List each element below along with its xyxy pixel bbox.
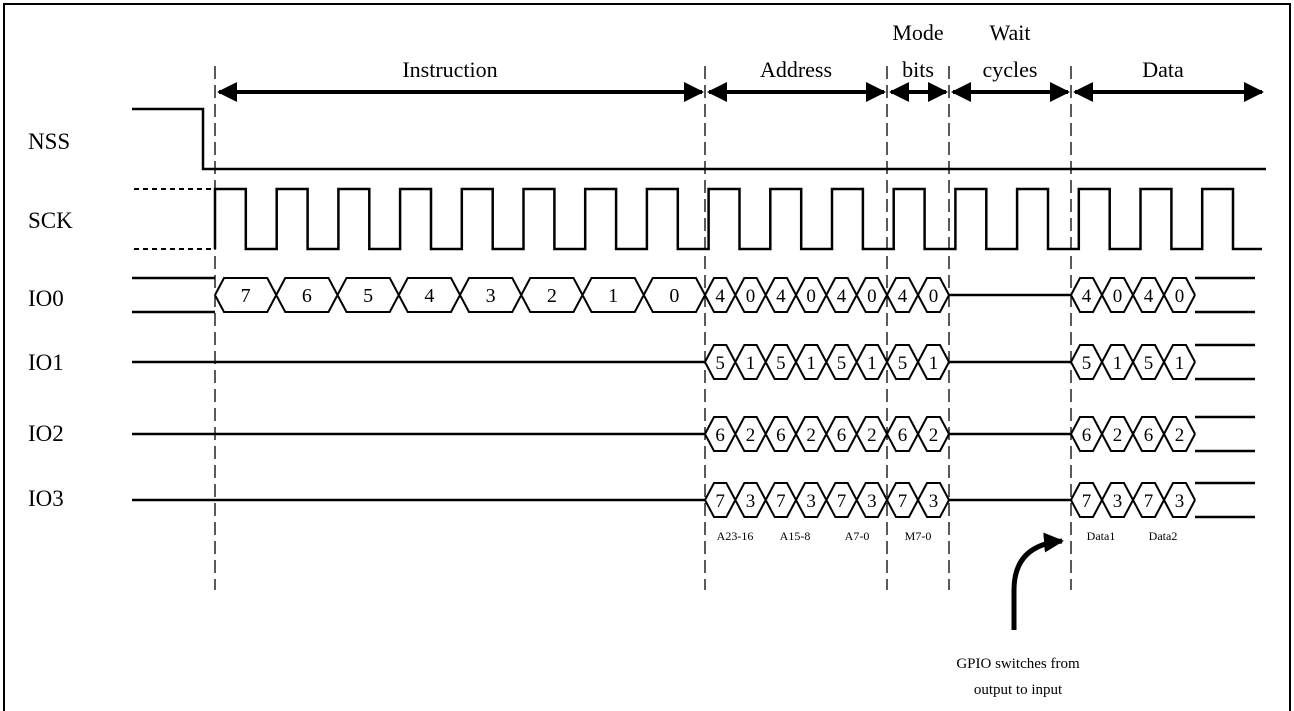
byte-label-data2: Data2 [1149, 529, 1178, 543]
io0-data-bit: 4 [1144, 286, 1154, 307]
io3-data-bit: 3 [1175, 491, 1185, 512]
io1-address-bit: 5 [776, 353, 786, 374]
io3-address-bit: 7 [837, 491, 847, 512]
io1-address-bit: 1 [746, 353, 756, 374]
io0-address-bit: 0 [746, 286, 756, 307]
sck-waveform [134, 187, 1262, 251]
io3-data-bit: 7 [1144, 491, 1154, 512]
io2-address-bit: 2 [867, 425, 877, 446]
io3-data-bit: 3 [1113, 491, 1123, 512]
io0-address-bit: 4 [715, 286, 725, 307]
io0-instruction-bit: 1 [608, 285, 618, 307]
io0-data-bit: 0 [1175, 286, 1185, 307]
sck-label: SCK [28, 208, 73, 233]
mode-phase-label-line2: bits [902, 57, 934, 82]
io2-address-bit: 2 [806, 425, 816, 446]
wait-phase-label-line1: Wait [990, 20, 1031, 45]
io1-mode-bit: 5 [898, 353, 908, 374]
io1-address-bit: 5 [715, 353, 725, 374]
byte-label-a15-8: A15-8 [780, 529, 811, 543]
io3-address-bit: 7 [776, 491, 786, 512]
io3-mode-bus [886, 482, 950, 518]
io2-address-bus [704, 416, 888, 452]
io1-mode-bit: 1 [929, 353, 939, 374]
mode-phase-label-line1: Mode [892, 20, 943, 45]
io1-data-bus [1070, 344, 1196, 380]
nss-label: NSS [28, 129, 70, 154]
io0-instruction-bit: 2 [547, 285, 557, 307]
io1-address-bit: 5 [837, 353, 847, 374]
io0-address-bus [704, 277, 888, 313]
diagram-frame [3, 3, 1291, 711]
io3-label: IO3 [28, 486, 64, 511]
io2-data-bit: 2 [1113, 425, 1123, 446]
io2-address-bit: 6 [776, 425, 786, 446]
wait-phase-label-line2: cycles [983, 57, 1038, 82]
io1-address-bus [704, 344, 888, 380]
io1-address-bit: 1 [806, 353, 816, 374]
byte-label-a7-0: A7-0 [845, 529, 870, 543]
io3-mode-bit: 3 [929, 491, 939, 512]
io0-label: IO0 [28, 286, 64, 311]
io1-address-bit: 1 [867, 353, 877, 374]
io2-data-bus [1070, 416, 1196, 452]
io1-data-bit: 1 [1175, 353, 1185, 374]
io2-address-bit: 6 [837, 425, 847, 446]
io2-mode-bit: 6 [898, 425, 908, 446]
io0-address-bit: 4 [776, 286, 786, 307]
io0-instruction-bit: 4 [424, 285, 434, 307]
data-phase-label: Data [1142, 57, 1184, 82]
io2-data-bit: 2 [1175, 425, 1185, 446]
io1-data-bit: 5 [1144, 353, 1154, 374]
io0-data-bit: 0 [1113, 286, 1123, 307]
byte-label-a23-16: A23-16 [717, 529, 754, 543]
io2-label: IO2 [28, 421, 64, 446]
gpio-note-line1: GPIO switches from [956, 656, 1080, 672]
io0-mode-bus [886, 277, 950, 313]
io0-instruction-bit: 3 [486, 285, 496, 307]
io0-mode-bit: 4 [898, 286, 908, 307]
io3-address-bus [704, 482, 888, 518]
io0-address-bit: 0 [806, 286, 816, 307]
io2-data-bit: 6 [1082, 425, 1092, 446]
io3-data-bus [1070, 482, 1196, 518]
byte-label-m7-0: M7-0 [905, 529, 932, 543]
instruction-phase-label: Instruction [402, 57, 497, 82]
io3-address-bit: 3 [746, 491, 756, 512]
io1-mode-bus [886, 344, 950, 380]
io0-instruction-bit: 7 [241, 285, 251, 307]
io3-address-bit: 3 [867, 491, 877, 512]
io0-mode-bit: 0 [929, 286, 939, 307]
io1-data-bit: 1 [1113, 353, 1123, 374]
io2-mode-bus [886, 416, 950, 452]
io0-instruction-bus [214, 277, 706, 313]
io0-instruction-bit: 0 [669, 285, 679, 307]
io0-data-bit: 4 [1082, 286, 1092, 307]
io2-address-bit: 2 [746, 425, 756, 446]
io2-address-bit: 6 [715, 425, 725, 446]
io0-address-bit: 4 [837, 286, 847, 307]
nss-waveform [132, 107, 1266, 171]
io3-data-bit: 7 [1082, 491, 1092, 512]
io3-address-bit: 3 [806, 491, 816, 512]
io0-instruction-bit: 5 [363, 285, 373, 307]
io2-mode-bit: 2 [929, 425, 939, 446]
io2-data-bit: 6 [1144, 425, 1154, 446]
phase-boundaries [214, 66, 1072, 590]
io3-address-bit: 7 [715, 491, 725, 512]
io3-mode-bit: 7 [898, 491, 908, 512]
gpio-switch-arrow [1011, 532, 1064, 630]
io1-data-bit: 5 [1082, 353, 1092, 374]
io0-instruction-bit: 6 [302, 285, 312, 307]
io1-label: IO1 [28, 350, 64, 375]
io0-data-bus [1070, 277, 1196, 313]
address-phase-label: Address [760, 57, 832, 82]
io0-address-bit: 0 [867, 286, 877, 307]
gpio-note-line2: output to input [974, 682, 1063, 698]
byte-label-data1: Data1 [1087, 529, 1116, 543]
